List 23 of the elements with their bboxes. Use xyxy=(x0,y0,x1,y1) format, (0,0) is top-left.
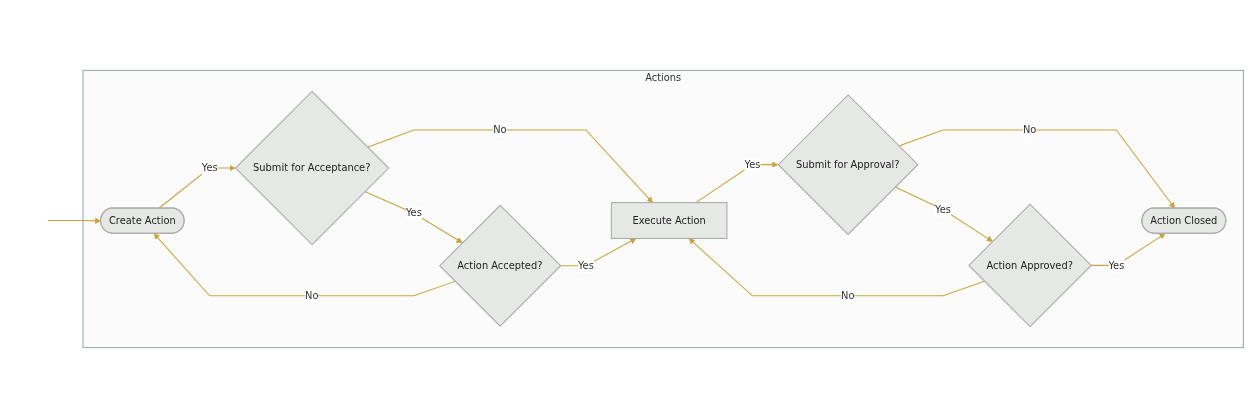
arrow xyxy=(695,161,779,204)
node-box: Execute Action xyxy=(610,202,728,240)
arrow xyxy=(158,164,236,209)
arrow xyxy=(898,129,1176,209)
edge-label: Yes xyxy=(577,259,594,271)
arrow xyxy=(688,238,985,297)
edge-label: No xyxy=(841,289,855,302)
arrow xyxy=(894,186,993,242)
edge-label: No xyxy=(493,123,507,136)
arrow xyxy=(366,129,653,203)
arrow xyxy=(364,191,463,244)
node-diamond: Action Approved? xyxy=(968,203,1092,328)
edge-label: Yes xyxy=(1108,259,1125,271)
edge-label: Yes xyxy=(744,158,761,170)
node-diamond: Submit for Approval? xyxy=(777,94,919,236)
node-diamond: Submit for Acceptance? xyxy=(234,90,390,246)
edge-label: No xyxy=(305,289,319,302)
arrow xyxy=(153,233,456,297)
edge-label: Yes xyxy=(935,203,951,215)
edge-label: Yes xyxy=(201,162,218,174)
edge-label: No xyxy=(1022,123,1037,136)
node-diamond: Action Accepted? xyxy=(438,204,562,327)
edge-label: Yes xyxy=(405,207,422,219)
